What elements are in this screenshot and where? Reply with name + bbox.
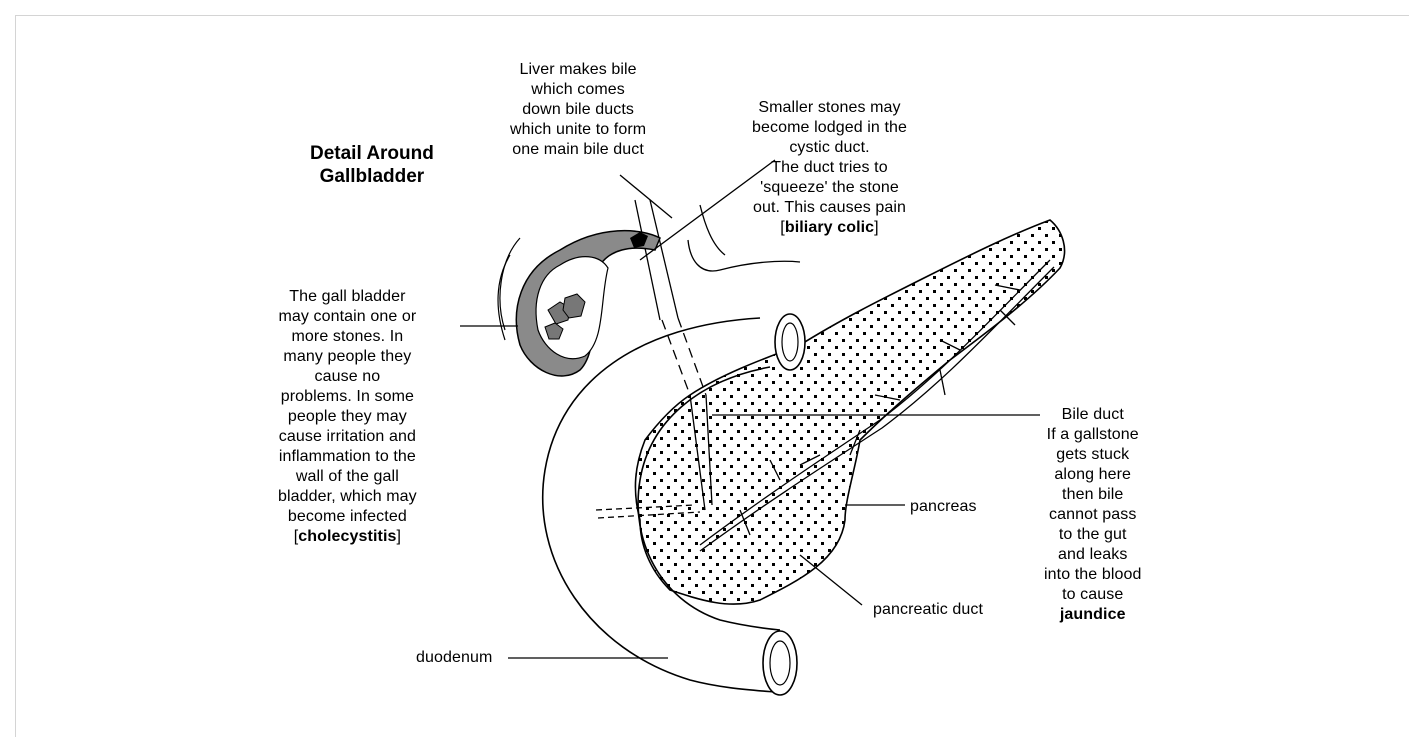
pancreatic-duct-label: pancreatic duct [873, 600, 983, 620]
gallbladder-label: The gall bladder may contain one or more… [278, 287, 417, 547]
duodenum-label: duodenum [416, 648, 492, 668]
jaundice-term: jaundice [1060, 606, 1126, 623]
liver-label: Liver makes bile which comes down bile d… [510, 60, 646, 160]
biliary-colic-term: biliary colic [785, 219, 874, 236]
pancreas-shape [635, 220, 1064, 604]
diagram-title: Detail Around Gallbladder [310, 142, 434, 188]
pancreas-label: pancreas [910, 497, 977, 517]
stones-label: Smaller stones may become lodged in the … [752, 98, 907, 238]
bile-duct-label: Bile duct If a gallstone gets stuck alon… [1044, 405, 1141, 625]
cholecystitis-term: cholecystitis [298, 528, 396, 545]
